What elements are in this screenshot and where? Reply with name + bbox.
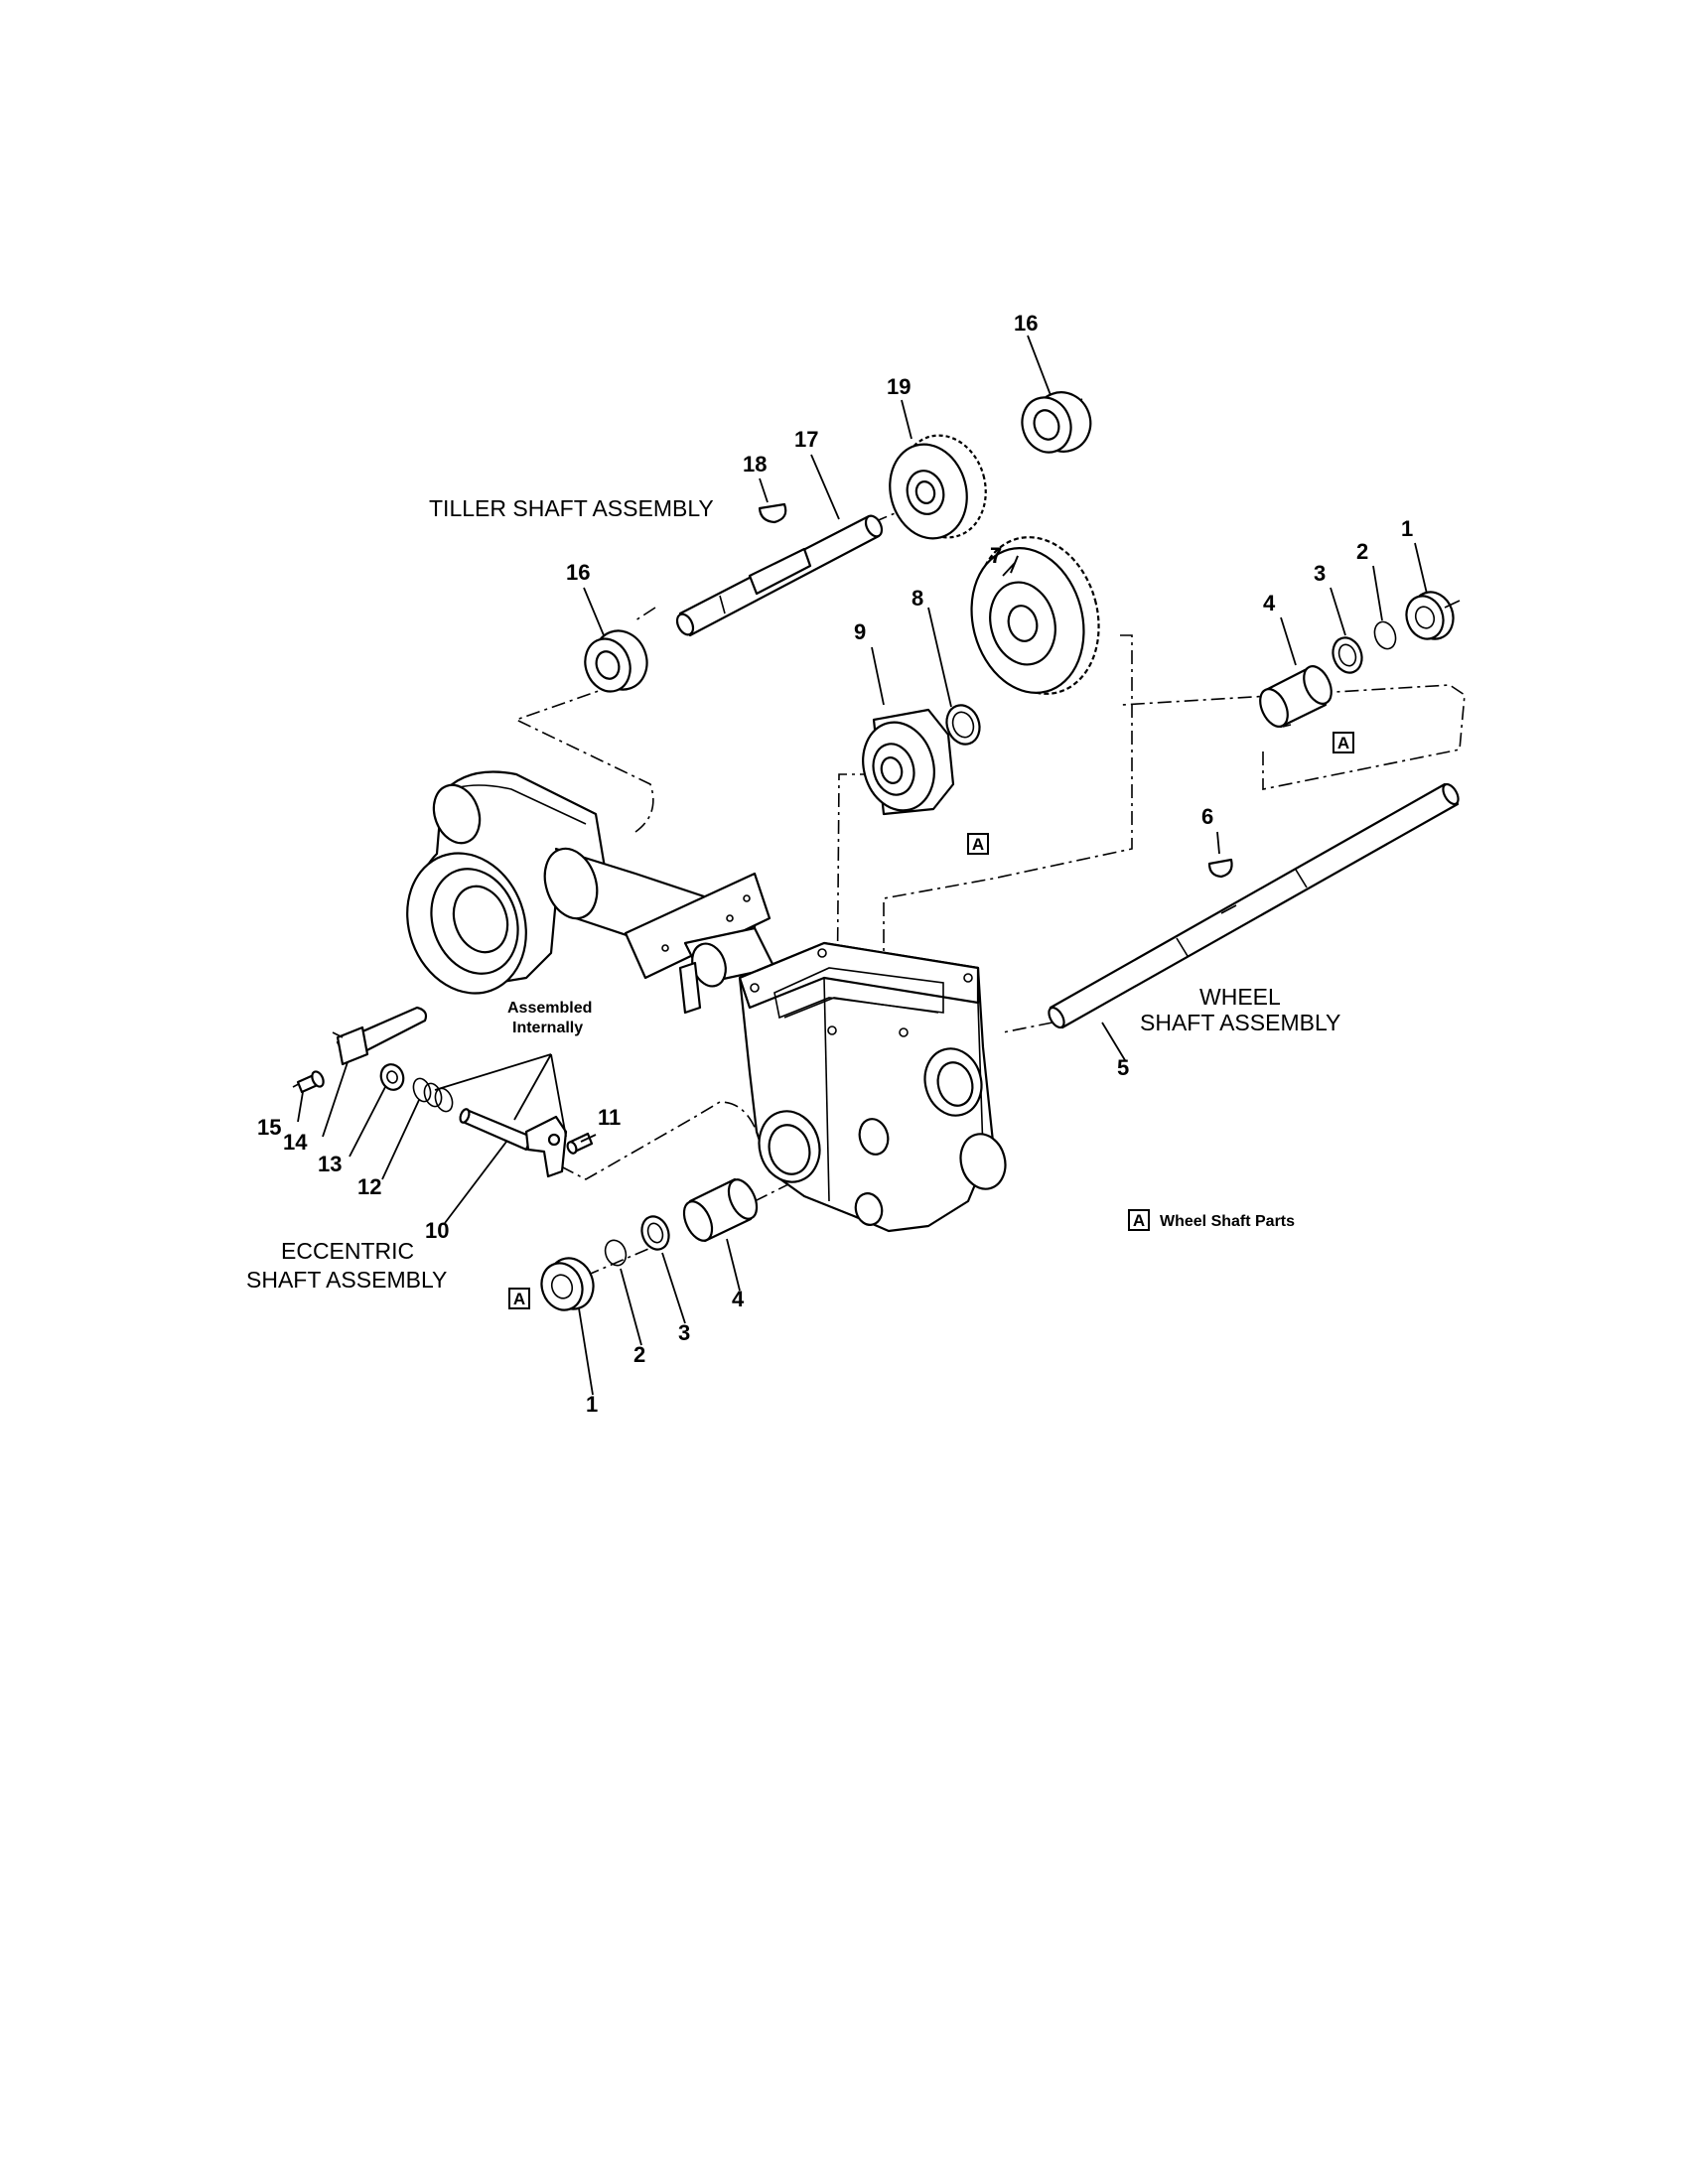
- legend-box-a: A: [1128, 1209, 1150, 1231]
- legend: A Wheel Shaft Parts: [1128, 1209, 1295, 1231]
- lever-14: [332, 1006, 428, 1066]
- wheel-shaft-5: [1048, 782, 1460, 1029]
- snap-ring-2-right: [1373, 620, 1397, 650]
- eccentric-shaft-10: [459, 1108, 568, 1178]
- label-eccentric-shaft-assembly: SHAFT ASSEMBLY: [246, 1267, 447, 1293]
- callout-8: 8: [912, 586, 923, 611]
- callout-11: 11: [598, 1105, 621, 1130]
- spring-12: [412, 1077, 454, 1113]
- callout-18: 18: [743, 452, 767, 477]
- callout-13: 13: [318, 1152, 342, 1176]
- key-6: [1207, 858, 1233, 879]
- callout-1-right: 1: [1401, 516, 1413, 541]
- washer-8: [945, 704, 981, 746]
- bushing-4-right: [1259, 665, 1333, 729]
- screw-11: [566, 1132, 594, 1155]
- gear-7: [970, 536, 1100, 695]
- callout-19: 19: [887, 374, 911, 399]
- box-a-bottom: A: [508, 1288, 530, 1309]
- washer-13: [379, 1063, 405, 1091]
- callout-9: 9: [854, 619, 866, 644]
- legend-text: Wheel Shaft Parts: [1160, 1213, 1295, 1230]
- label-tiller-shaft-assembly: TILLER SHAFT ASSEMBLY: [429, 495, 714, 521]
- svg-text:A: A: [513, 1290, 525, 1308]
- callout-2-bottom: 2: [633, 1342, 645, 1367]
- box-a-wheel-shaft: A: [1333, 732, 1354, 753]
- callout-15: 15: [257, 1115, 281, 1140]
- callout-1-bottom: 1: [586, 1392, 598, 1417]
- callout-3-right: 3: [1314, 561, 1326, 586]
- gear-19: [889, 434, 987, 540]
- callout-2-right: 2: [1356, 539, 1368, 564]
- assembly-dashed-lines: [292, 398, 1466, 1277]
- callout-3-bottom: 3: [678, 1320, 690, 1345]
- svg-text:A: A: [1133, 1211, 1145, 1230]
- label-wheel: WHEEL: [1199, 984, 1281, 1010]
- label-eccentric: ECCENTRIC: [281, 1238, 414, 1264]
- callout-16-top: 16: [1014, 311, 1038, 336]
- callout-10: 10: [425, 1218, 449, 1243]
- label-assembled: Assembled: [507, 1000, 592, 1017]
- callout-7: 7: [990, 543, 1002, 568]
- gear-9: [862, 708, 955, 816]
- box-a-gear: A: [967, 833, 989, 855]
- bearing-16-top: [1021, 391, 1092, 454]
- svg-text:A: A: [972, 835, 984, 854]
- wheel-bearing-1-bottom: [540, 1257, 595, 1311]
- assembly-labels: TILLER SHAFT ASSEMBLY WHEEL SHAFT ASSEMB…: [246, 495, 1340, 1293]
- svg-text:A: A: [1337, 734, 1349, 752]
- tiller-shaft-17: [675, 514, 884, 637]
- bolt-15: [296, 1070, 325, 1094]
- label-wheel-shaft-assembly: SHAFT ASSEMBLY: [1140, 1010, 1340, 1035]
- washer-3-right: [1332, 636, 1363, 674]
- bearing-16-left: [584, 629, 648, 693]
- wheel-bearing-1-right: [1405, 591, 1461, 640]
- callout-17: 17: [794, 427, 818, 452]
- washer-3-bottom: [640, 1215, 670, 1251]
- key-18: [758, 502, 787, 524]
- gear-case: [738, 941, 1007, 1233]
- callout-5: 5: [1117, 1055, 1129, 1080]
- callout-6: 6: [1201, 804, 1213, 829]
- callout-14: 14: [283, 1130, 308, 1155]
- callout-numbers: 16 19 17 18 16 7 8 9 4 3 2 1 6 5 11 15 1…: [257, 311, 1413, 1417]
- tiller-housing: [406, 770, 776, 1015]
- callout-16-left: 16: [566, 560, 590, 585]
- bushing-4-bottom: [682, 1177, 759, 1243]
- callout-4-right: 4: [1263, 591, 1276, 615]
- snap-ring-2-bottom: [604, 1239, 628, 1267]
- label-internally: Internally: [512, 1020, 583, 1036]
- leader-lines: [297, 335, 1428, 1396]
- callout-4-bottom: 4: [732, 1287, 745, 1311]
- callout-12: 12: [357, 1174, 381, 1199]
